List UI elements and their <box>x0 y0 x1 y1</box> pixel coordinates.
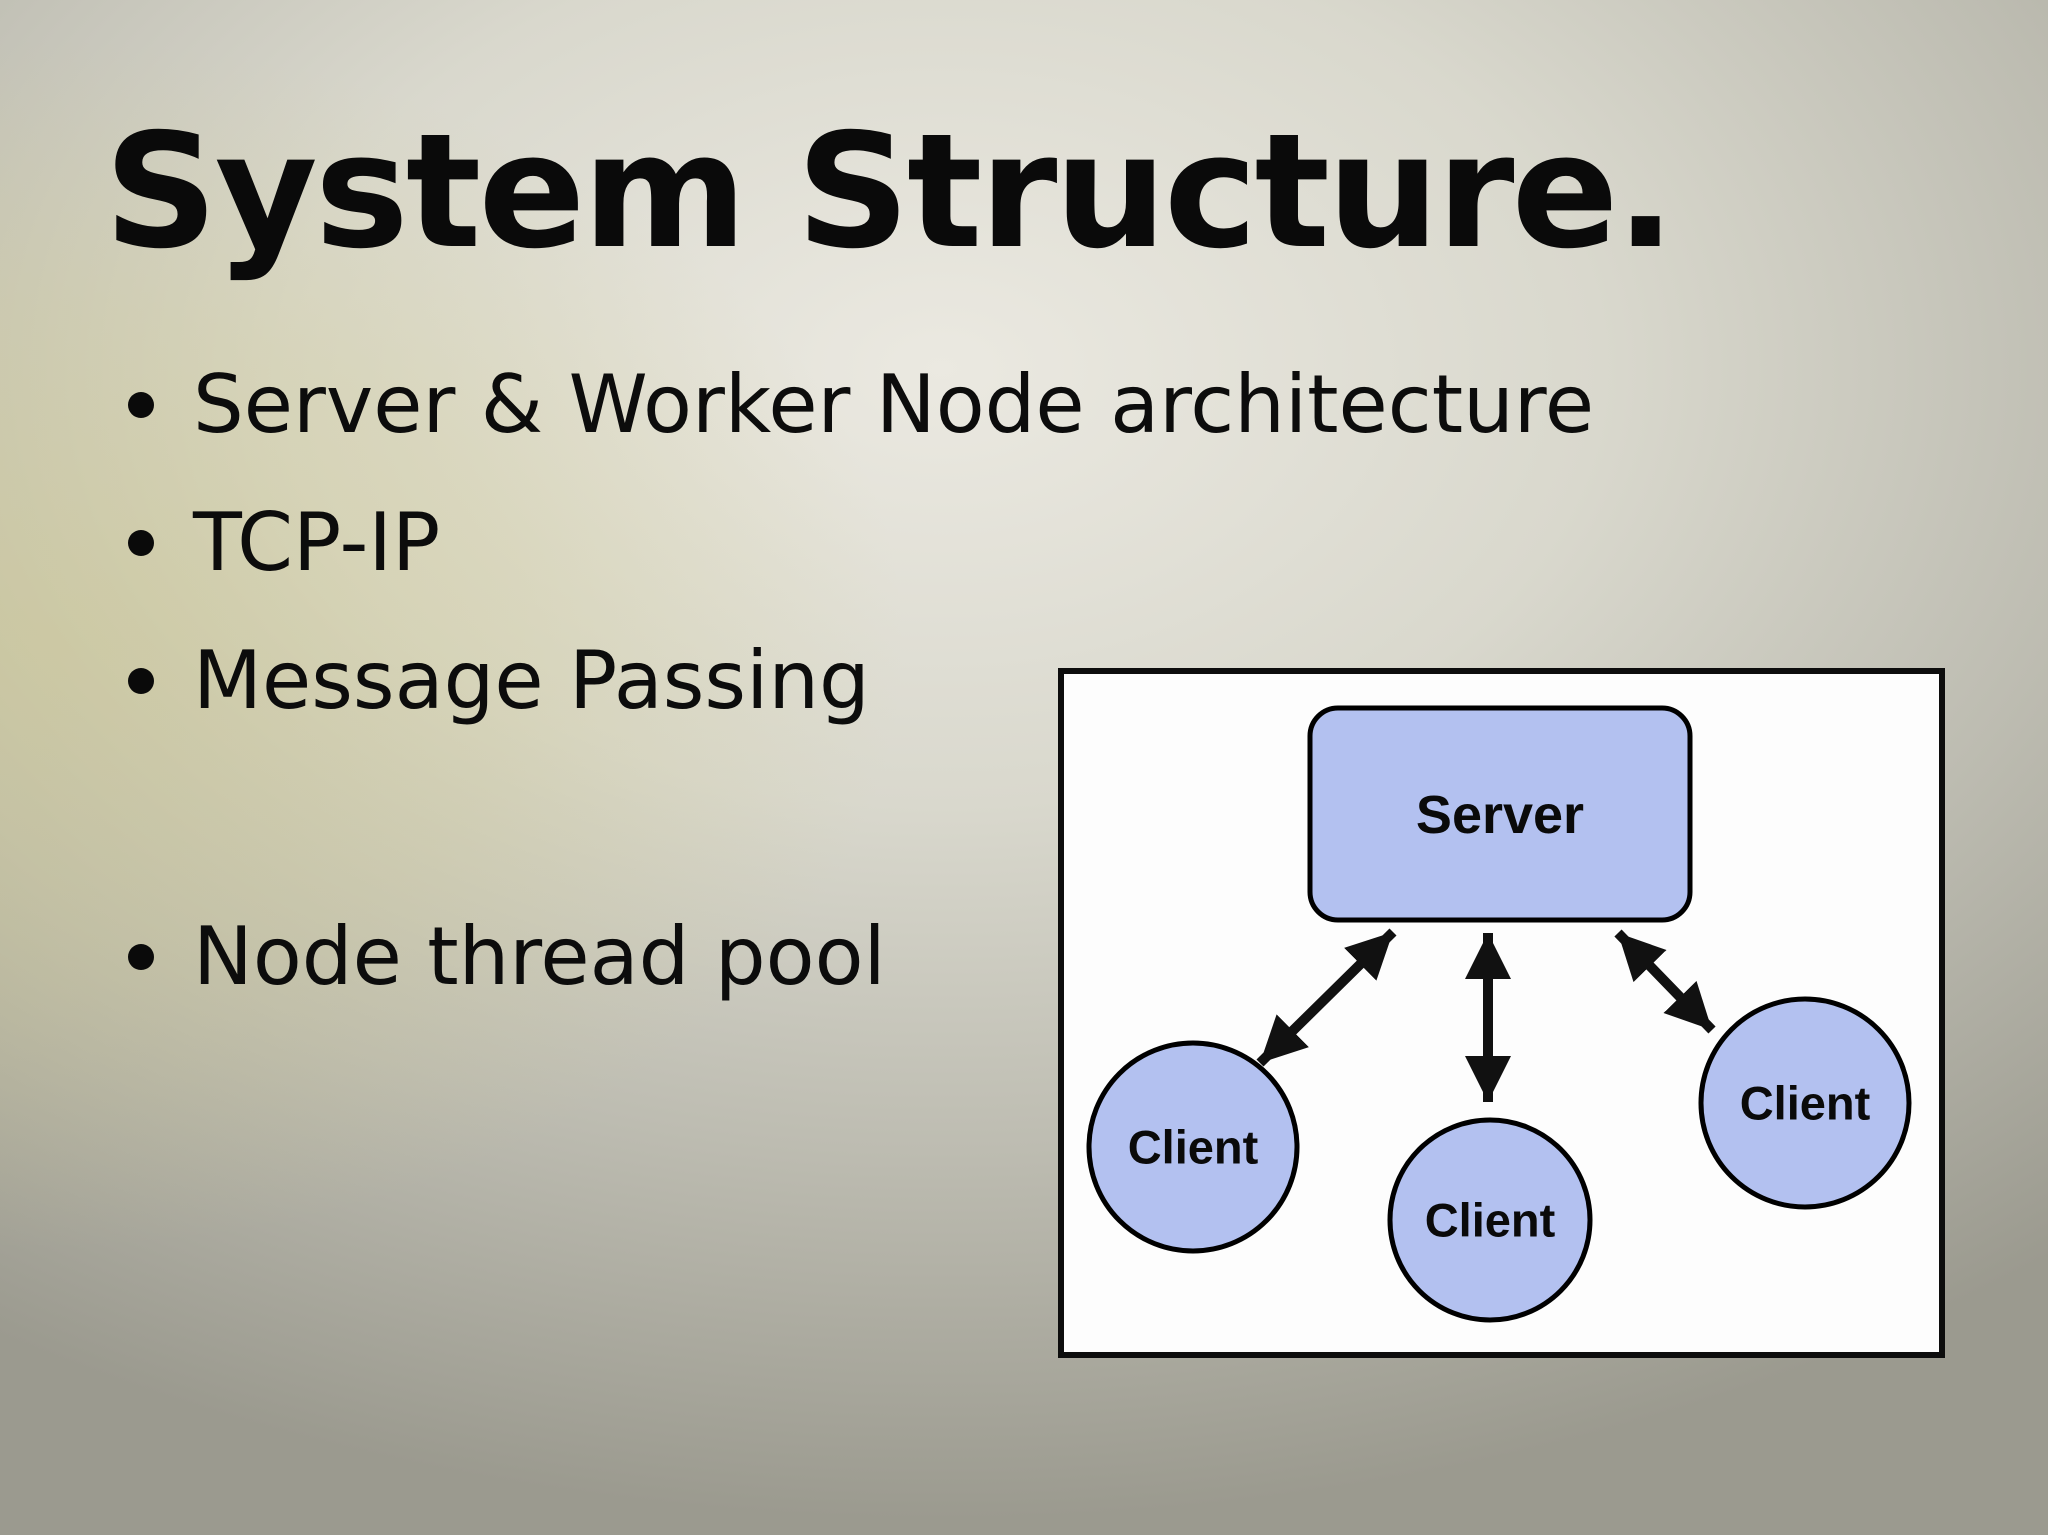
bullet-dot-icon <box>128 944 154 970</box>
client-node-right <box>1698 996 1912 1210</box>
server-node <box>1307 705 1693 923</box>
bullet-item: Message Passing <box>122 612 1822 750</box>
bullet-item: Server & Worker Node architecture <box>122 336 1822 474</box>
client-node-left <box>1086 1040 1300 1254</box>
client-node-label: Client <box>1425 1194 1556 1247</box>
client-node-middle <box>1387 1117 1593 1323</box>
bullet-text: Server & Worker Node architecture <box>193 358 1595 451</box>
bullet-dot-icon <box>128 392 154 418</box>
bullet-item: TCP-IP <box>122 474 1822 612</box>
server-node-label: Server <box>1416 785 1584 845</box>
edge-server-client-right <box>1614 929 1716 1034</box>
client-server-diagram: Server Client Client Client <box>1058 668 1945 1358</box>
slide-title: System Structure. <box>104 100 1676 284</box>
bullet-text: Message Passing <box>193 634 870 727</box>
bullet-dot-icon <box>128 530 154 556</box>
bullet-item: Node thread pool <box>122 888 1822 1026</box>
client-node-label: Client <box>1740 1077 1871 1130</box>
bullet-dot-icon <box>128 668 154 694</box>
edge-server-client-left <box>1256 928 1397 1067</box>
bullet-text: TCP-IP <box>193 496 441 589</box>
client-node-label: Client <box>1128 1121 1259 1174</box>
bullet-text: Node thread pool <box>193 910 886 1003</box>
diagram-canvas: Server Client Client Client <box>1086 705 1912 1323</box>
bullet-list: Server & Worker Node architecture TCP-IP… <box>122 336 1822 1026</box>
